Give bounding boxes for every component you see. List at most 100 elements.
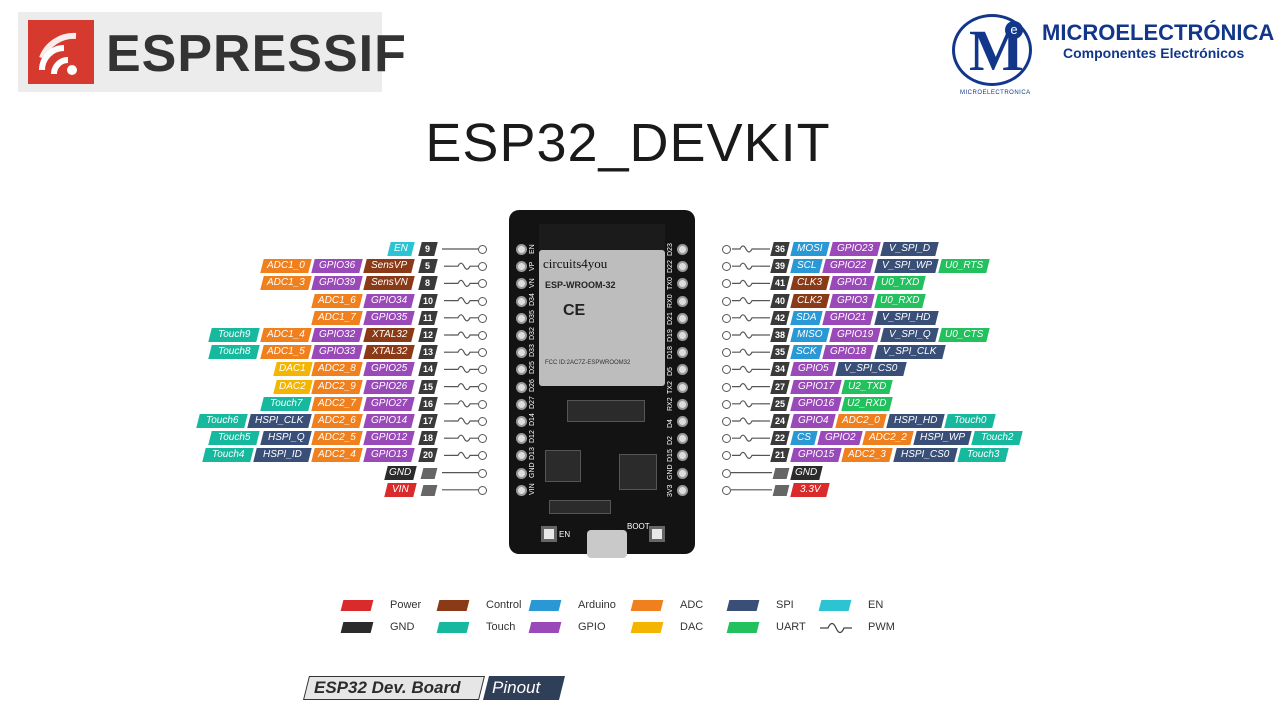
- header-hole: [677, 484, 688, 496]
- pin-dot: [722, 331, 731, 340]
- pin-dot: [722, 313, 731, 323]
- legend-label: DAC: [680, 621, 704, 633]
- module-model: ESP-WROOM-32: [545, 280, 616, 290]
- pwm-wire: [732, 262, 760, 270]
- pwm-wire: [450, 417, 478, 425]
- pin-dot: [722, 348, 731, 358]
- page-title: ESP32_DEVKIT: [425, 113, 831, 173]
- legend-label: ADC: [680, 599, 704, 611]
- legend-label: SPI: [776, 599, 794, 611]
- en-button[interactable]: [541, 526, 557, 542]
- pin-dot: [722, 399, 731, 409]
- header-hole: [677, 381, 688, 393]
- legend-swatch-gpio: [528, 622, 562, 633]
- legend-label: Arduino: [578, 599, 616, 611]
- legend-swatch-adc: [630, 600, 664, 611]
- legend-label: UART: [776, 621, 806, 633]
- pwm-wire: [450, 262, 478, 270]
- pin-dot: [722, 485, 731, 495]
- header-hole: [677, 398, 688, 410]
- ce-mark: CE: [563, 302, 586, 319]
- header-hole: [677, 312, 688, 324]
- microelectronica-subtitle: Componentes Electrónicos: [1063, 45, 1245, 61]
- pin-header-chip: [567, 400, 645, 422]
- pin-dot: [478, 417, 487, 426]
- pwm-wire: [450, 331, 478, 339]
- pwm-wire: [732, 245, 760, 253]
- pwm-wire: [732, 417, 760, 425]
- header-hole: [516, 295, 527, 307]
- legend-swatch-spi: [726, 600, 760, 611]
- pin-dot: [478, 434, 487, 444]
- pwm-wire: [732, 348, 760, 356]
- legend-label: EN: [868, 599, 884, 611]
- pin-dot: [478, 279, 487, 289]
- pin-dot: [722, 279, 731, 289]
- pin-dot: [478, 468, 487, 478]
- pwm-wire: [450, 434, 478, 442]
- pin-dot: [478, 451, 487, 461]
- header-hole: [516, 467, 527, 479]
- header-hole: [516, 278, 527, 290]
- legend-swatch-touch: [436, 622, 470, 633]
- legend-label: PWM: [868, 621, 895, 633]
- pin-dot: [478, 331, 487, 340]
- legend-swatch-uart: [726, 622, 760, 633]
- legend-swatch-pwm: [820, 622, 852, 634]
- pin-dot: [478, 262, 487, 272]
- esp32-board: circuits4you ESP-WROOM-32 CE FCC ID:2AC7…: [509, 210, 695, 558]
- fcc-id: FCC ID:2AC7Z-ESPWROOM32: [545, 360, 631, 366]
- header-hole: [677, 244, 688, 255]
- header-hole: [516, 261, 527, 273]
- regulator-chip: [545, 450, 581, 482]
- pin-dot: [478, 382, 487, 392]
- boot-button-label: BOOT: [627, 522, 650, 531]
- pwm-wire: [450, 279, 478, 287]
- legend-swatch-arduino: [528, 600, 562, 611]
- header-hole: [516, 484, 527, 496]
- pwm-wire: [732, 434, 760, 442]
- pin-dot: [722, 451, 731, 461]
- espressif-wifi-icon: [28, 20, 94, 84]
- pin-dot: [722, 382, 731, 392]
- legend-swatch-power: [340, 600, 374, 611]
- pin-dot: [722, 296, 731, 306]
- espressif-wordmark: ESPRESSIF: [106, 25, 407, 83]
- legend-swatch-dac: [630, 622, 664, 633]
- header-hole: [677, 278, 688, 290]
- header-hole: [677, 261, 688, 273]
- pin-dot: [478, 399, 487, 409]
- footer-pinout: Pinout: [492, 678, 541, 697]
- pwm-wire: [450, 314, 478, 322]
- pin-dot: [478, 296, 487, 306]
- micro-usb-port[interactable]: [587, 530, 627, 558]
- legend-label: GPIO: [578, 621, 606, 633]
- pwm-wire: [732, 314, 760, 322]
- header-hole: [677, 433, 688, 445]
- pwm-wire: [732, 331, 760, 339]
- legend-swatch-en: [818, 600, 852, 611]
- header-hole: [677, 295, 688, 307]
- header-hole: [516, 330, 527, 341]
- pin-dot: [478, 348, 487, 358]
- header-hole: [677, 330, 688, 341]
- header-hole: [516, 347, 527, 359]
- usb-uart-chip: [619, 454, 657, 490]
- pwm-wire: [450, 400, 478, 408]
- header-hole: [516, 364, 527, 376]
- wroom-module: circuits4you ESP-WROOM-32 CE FCC ID:2AC7…: [539, 224, 665, 386]
- boot-button[interactable]: [649, 526, 665, 542]
- pin-dot: [722, 245, 731, 254]
- header-hole: [677, 416, 688, 427]
- legend-swatch-control: [436, 600, 470, 611]
- pwm-wire: [732, 297, 760, 305]
- microelectronica-emblem: M e: [952, 14, 1032, 86]
- microelectronica-name: MICROELECTRÓNICA: [1042, 20, 1275, 45]
- microelectronica-small-text: MICROELECTRONICA: [960, 90, 1031, 96]
- header-hole: [516, 244, 527, 255]
- antenna-area: [539, 224, 665, 250]
- pin-dot: [722, 417, 731, 426]
- pin-dot: [478, 313, 487, 323]
- pin-dot: [722, 468, 731, 478]
